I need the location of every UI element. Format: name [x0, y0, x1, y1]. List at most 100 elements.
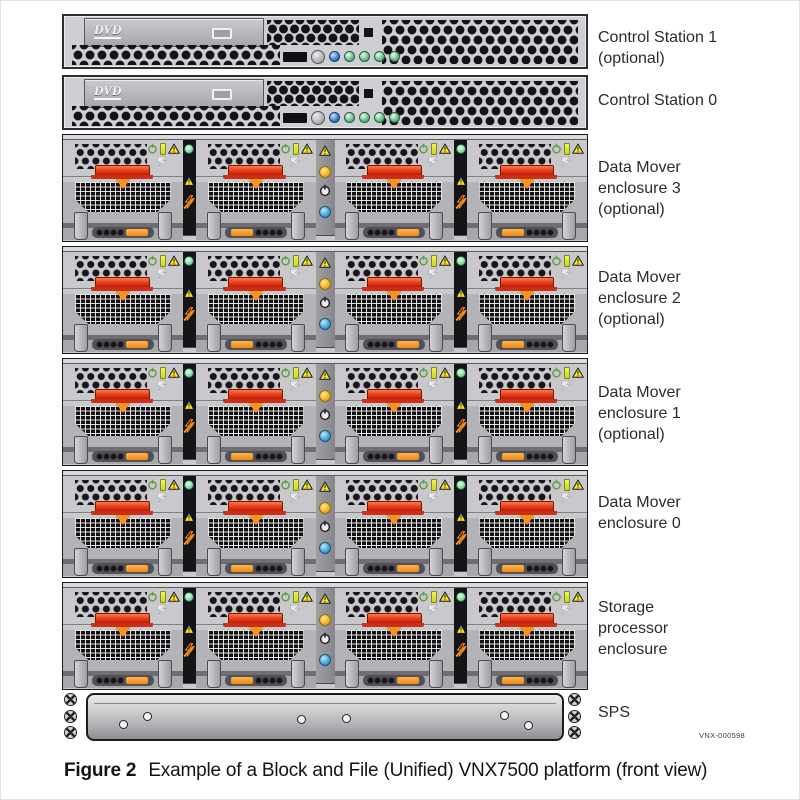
latch-pointer-icon: [387, 403, 402, 413]
blade-handle-panel: [63, 324, 183, 352]
green-status-led: [185, 257, 194, 265]
indicator-dot: [103, 678, 109, 683]
indicator-dot: [548, 342, 554, 347]
warning-icon: [439, 591, 452, 602]
blade-status-icons: [418, 591, 452, 603]
latch-flange: [362, 399, 425, 403]
indicator-dot: [96, 230, 102, 235]
blade-vent-panel: [334, 630, 455, 671]
indicator-dot: [269, 566, 275, 571]
pull-tab-recess: [496, 227, 559, 238]
blade-handle-right: [290, 212, 305, 240]
orange-pull-tab: [230, 341, 253, 348]
orange-pull-tab: [125, 677, 148, 684]
indicator-dot: [269, 454, 275, 459]
blade-handle-panel: [63, 212, 183, 240]
pull-tab-recess: [224, 451, 287, 462]
label-sps: SPS: [598, 704, 631, 721]
standby-icon: [157, 268, 167, 279]
status-led: [564, 367, 570, 379]
blade-top-panel: [63, 588, 183, 627]
status-led: [159, 255, 166, 267]
vent-grid: [346, 630, 443, 660]
green-led: [374, 112, 385, 123]
dvd-logo: DVD: [94, 22, 122, 39]
indicator-dot: [527, 566, 533, 571]
blade-handle-right: [157, 324, 172, 352]
latch-pointer-icon: [248, 627, 263, 637]
warning-icon: [455, 176, 467, 186]
indicator-dot: [276, 230, 282, 235]
battery-fault-icon: [455, 531, 467, 546]
green-status-led: [185, 481, 194, 489]
orange-pull-tab: [397, 229, 420, 236]
blade-separator: [454, 364, 468, 459]
vent-holes: [207, 144, 280, 169]
green-led: [344, 112, 355, 123]
blade-separator: [182, 588, 196, 683]
power-icon: [147, 367, 157, 378]
green-status-led: [456, 369, 465, 377]
indicator-dot: [255, 678, 261, 683]
latch-pointer-icon: [387, 627, 402, 637]
latch-flange: [223, 287, 286, 291]
power-icon: [419, 479, 429, 490]
control-station-0: DVD: [62, 75, 588, 130]
blade-handle-right: [290, 436, 305, 464]
storage-processor-enclosure: [62, 582, 588, 690]
green-status-led: [185, 593, 194, 601]
chassis-top-bar: [63, 247, 587, 252]
indicator-dot: [269, 678, 275, 683]
status-led: [159, 591, 166, 603]
server-blade-module: [195, 252, 316, 352]
blade-handle-panel: [334, 436, 455, 464]
blade-handle-panel: [63, 660, 183, 688]
blade-status-icons: [551, 367, 584, 379]
status-led: [564, 591, 570, 603]
power-icon: [419, 591, 429, 602]
blade-handle-right: [562, 212, 577, 240]
sps-indicator: [143, 712, 152, 721]
blade-status-icons: [418, 255, 452, 267]
indicator-dot: [375, 566, 381, 571]
power-icon: [552, 143, 561, 154]
standby-icon: [157, 492, 167, 503]
blade-status-icons: [551, 479, 584, 491]
orange-pull-tab: [397, 677, 420, 684]
blade-status-icons: [280, 143, 313, 155]
blade-top-panel: [195, 364, 316, 403]
warning-icon: [439, 143, 452, 154]
blade-top-panel: [467, 364, 587, 403]
data-mover-enclosure-3: [62, 134, 588, 242]
blade-separator: [182, 476, 196, 571]
chassis-top-bar: [63, 583, 587, 588]
latch-flange: [362, 175, 425, 179]
vent-holes: [207, 480, 280, 505]
blade-handle-right: [429, 212, 444, 240]
blade-handle-left: [73, 212, 88, 240]
blade-status-icons: [280, 479, 313, 491]
indicator-dot: [548, 678, 554, 683]
blade-handle-right: [157, 548, 172, 576]
blade-handle-panel: [195, 660, 316, 688]
blade-status-icons: [147, 143, 180, 155]
blade-handle-right: [429, 660, 444, 688]
standby-icon: [561, 380, 571, 391]
latch-pointer-icon: [248, 515, 263, 525]
server-blade-module: [334, 252, 455, 352]
latch-flange: [494, 511, 558, 515]
usb-port: [283, 112, 307, 123]
battery-fault-icon: [183, 531, 195, 546]
label-data-mover-2: Data Mover enclosure 2 (optional): [598, 269, 681, 328]
blade-top-panel: [467, 140, 587, 179]
chassis-bottom-bar: [63, 235, 587, 241]
rack-screws-right: [568, 693, 586, 739]
usb-port: [283, 51, 307, 62]
latch-pointer-icon: [115, 627, 130, 637]
warning-icon: [319, 593, 331, 604]
blade-status-icons: [418, 143, 452, 155]
status-led: [431, 367, 438, 379]
indicator-dot: [276, 566, 282, 571]
indicator-dot: [368, 342, 374, 347]
latch-flange: [90, 511, 153, 515]
